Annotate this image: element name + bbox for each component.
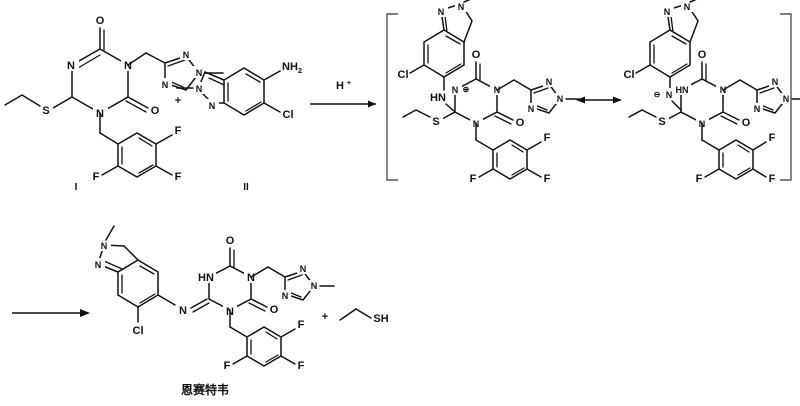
compound-I-structure: O O N N N S N N N [4, 15, 224, 193]
compound-I-triazole-N1: N [196, 68, 203, 78]
arrow-acid-label-superscript: + [347, 78, 352, 87]
intermediate-2-thioether-S: S [658, 116, 665, 128]
compound-I-triazole-N4: N [162, 80, 169, 90]
intermediate-2-ring-N-minus: N [666, 90, 673, 100]
bracket-right-intermediate-2 [780, 13, 792, 181]
product-chloro: Cl [133, 325, 144, 337]
intermediate-1-carbonyl-bottom-O: O [516, 117, 525, 129]
plus-sign-reactants: + [175, 95, 181, 107]
compound-II-chloro: Cl [283, 109, 294, 121]
plus-sign-products: + [322, 311, 328, 323]
compound-II-amine-N: NH [282, 61, 298, 73]
intermediate-2-chloro: Cl [624, 69, 635, 81]
intermediate-2-carbonyl-bottom-O: O [742, 117, 751, 129]
arrow-product-group [12, 309, 90, 317]
product-carbonyl-top-O: O [226, 235, 235, 247]
product-fluoro-5: F [298, 319, 305, 331]
product-carbonyl-bottom-O: O [270, 304, 279, 316]
intermediate-1-carbonyl-top-O: O [472, 49, 481, 61]
arrow-resonance-head-right [613, 96, 622, 104]
product-indazole-N1: N [95, 260, 102, 270]
compound-I-thioether-S: S [42, 105, 49, 117]
compound-II-indazole-N2: N [196, 84, 203, 94]
intermediate-1-positive-charge: ⊕ [463, 85, 470, 94]
intermediate-1-indazole-N1: N [438, 7, 445, 17]
intermediate-1-fluoro-5: F [544, 132, 551, 144]
intermediate-2-structure: N N Cl N ⊖ HN N N O O S [624, 0, 800, 185]
intermediate-2-triazole-N4: N [754, 104, 761, 114]
product-fluoro-2: F [224, 360, 231, 372]
product-ensitrelvir-structure: N N Cl N HN N N O O N N [92, 225, 335, 397]
compound-I-fluoro-4: F [175, 171, 182, 183]
intermediate-1-fluoro-4: F [544, 173, 551, 185]
compound-II-indazole-N1: N [209, 101, 216, 111]
intermediate-2-triazole-N1: N [783, 94, 790, 104]
compound-I-fluoro-2: F [93, 171, 100, 183]
arrow-acid-label: H [336, 80, 344, 92]
intermediate-2-indazole-N1: N [664, 7, 671, 17]
intermediate-1-indazole-N2: N [458, 2, 465, 12]
product-ethanethiol-structure: SH [339, 308, 389, 325]
ethanethiol-SH: SH [373, 313, 388, 325]
compound-I-carbonyl-top-O: O [96, 15, 105, 27]
intermediate-2-fluoro-2: F [696, 173, 703, 185]
product-amide-NH: HN [198, 272, 214, 284]
arrow-product-head [80, 309, 90, 317]
compound-I-label: I [75, 182, 78, 193]
compound-I-ring-N-left: N [67, 60, 75, 72]
product-ring-N-top: N [247, 272, 255, 284]
intermediate-1-fluoro-2: F [470, 173, 477, 185]
intermediate-2-fluoro-4: F [769, 173, 776, 185]
product-indazole-N2: N [101, 241, 108, 251]
intermediate-1-triazole-N4: N [528, 104, 535, 114]
intermediate-2-amine-NH: HN [676, 85, 689, 95]
compound-I-fluoro-5: F [175, 125, 182, 137]
product-triazole-N1: N [311, 281, 318, 291]
arrow-resonance-group [576, 96, 622, 104]
product-imine-N: N [179, 305, 187, 317]
arrow-resonance-head-left [576, 96, 585, 104]
arrow-acid-head [368, 100, 376, 108]
compound-I-ring-N-top-right: N [124, 60, 132, 72]
compound-II-amine-subscript: 2 [298, 66, 302, 75]
intermediate-2-indazole-N2: N [684, 2, 691, 12]
intermediate-2-carbonyl-top-O: O [698, 49, 707, 61]
intermediate-2-negative-charge: ⊖ [654, 90, 661, 99]
bracket-left-intermediate-1 [386, 13, 398, 181]
compound-II-structure: N N NH 2 Cl II [176, 61, 302, 193]
product-chinese-name-label: 恩赛特韦 [181, 382, 229, 397]
intermediate-1-structure: N N Cl HN N ⊕ N N O O S [398, 0, 581, 185]
intermediate-2-fluoro-5: F [769, 132, 776, 144]
intermediate-2-triazole-N2: N [772, 77, 779, 87]
intermediate-1-amine-NH: HN [430, 92, 446, 104]
intermediate-1-triazole-N1: N [557, 94, 564, 104]
product-fluoro-4: F [298, 360, 305, 372]
intermediate-1-chloro: Cl [398, 69, 409, 81]
intermediate-1-thioether-S: S [432, 116, 439, 128]
arrow-acid-group: H + [310, 78, 376, 108]
compound-I-triazole-N2: N [183, 50, 190, 60]
compound-I-carbonyl-bottom-O: O [151, 105, 160, 117]
intermediate-1-ring-N-plus: N [452, 85, 459, 95]
product-triazole-N4: N [282, 291, 289, 301]
compound-II-label: II [243, 182, 249, 193]
product-triazole-N2: N [300, 264, 307, 274]
intermediate-1-triazole-N2: N [546, 77, 553, 87]
